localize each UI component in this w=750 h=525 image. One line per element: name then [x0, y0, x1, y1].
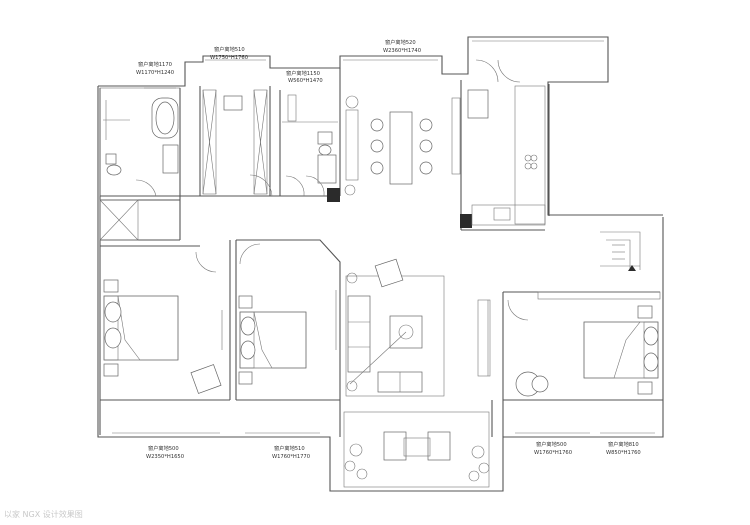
label-bed1-title: 窗户离地500 — [148, 444, 179, 452]
kitchen-fixtures — [467, 59, 546, 226]
closet-fixtures — [202, 89, 273, 197]
label-bed2-size: W1760*H1770 — [272, 454, 310, 460]
bath2-fixtures — [285, 94, 337, 197]
living-room-furniture — [345, 258, 491, 397]
label-bath2-size: W560*H1470 — [288, 78, 323, 84]
balcony-furniture — [344, 431, 490, 482]
label-bath1-size: W1170*H1240 — [136, 70, 174, 76]
label-closet-title: 窗户离地510 — [214, 45, 245, 53]
label-bed3-title: 窗户离地500 — [536, 440, 567, 448]
label-dining-size: W2360*H1740 — [383, 48, 421, 54]
label-dining-title: 窗户离地520 — [385, 38, 416, 46]
interior-walls — [99, 68, 663, 488]
bedroom3-furniture — [487, 299, 659, 397]
dining-set — [344, 95, 461, 196]
label-bath2-title: 窗户离地1150 — [286, 69, 320, 77]
label-bed3-size: W1760*H1760 — [534, 450, 572, 456]
label-bed3b-title: 窗户离地810 — [608, 440, 639, 448]
windows — [112, 40, 655, 434]
watermark: 以家 NGX 设计效果图 — [4, 510, 83, 519]
bedroom1-furniture — [103, 251, 223, 394]
label-bed1-size: W2350*H1650 — [146, 454, 184, 460]
label-bed3b-size: W850*H1760 — [606, 450, 641, 456]
bath1-fixtures — [103, 97, 179, 197]
label-bed2-title: 窗户离地510 — [274, 444, 305, 452]
bedroom2-furniture — [238, 243, 337, 385]
label-bath1-title: 窗户离地1170 — [138, 60, 172, 68]
window-labels: 窗户离地1170 W1170*H1240 窗户离地510 W1750*H1760… — [136, 38, 641, 460]
label-closet-size: W1750*H1760 — [210, 55, 248, 61]
